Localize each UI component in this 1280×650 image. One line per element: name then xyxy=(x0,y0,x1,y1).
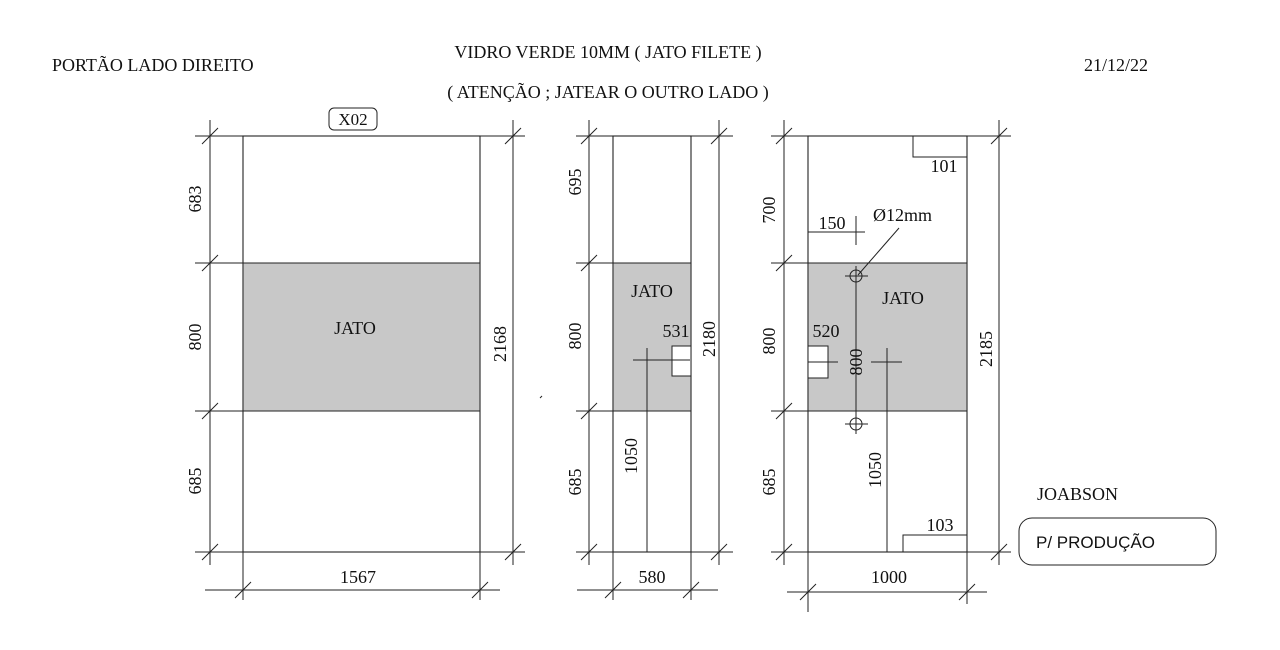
dim-bottom-section: 685 xyxy=(565,469,585,496)
panel-tag-box xyxy=(328,107,378,131)
sandblast-zone xyxy=(612,262,692,412)
dim-tick xyxy=(990,543,1008,561)
dim-tick xyxy=(580,127,598,145)
glass-spec: VIDRO VERDE 10MM ( JATO FILETE ) xyxy=(454,42,761,63)
dim-tick xyxy=(710,127,728,145)
dim-tick xyxy=(504,127,522,145)
handle-height: 1050 xyxy=(621,438,641,474)
dim-tick xyxy=(710,543,728,561)
production-stamp-box xyxy=(1018,517,1217,566)
production-stamp: P/ PRODUÇÃO xyxy=(1036,533,1155,552)
dim-tick xyxy=(580,402,598,420)
panel-tag: X02 xyxy=(338,110,367,129)
dim-mid-section: 800 xyxy=(759,328,779,355)
dim-tick xyxy=(990,127,1008,145)
dim-tick xyxy=(958,583,976,601)
warning-note: ( ATENÇÃO ; JATEAR O OUTRO LADO ) xyxy=(447,81,769,103)
sandblast-zone-label: JATO xyxy=(334,318,376,338)
dim-tick xyxy=(799,583,817,601)
notch-position: 531 xyxy=(663,321,690,341)
author-name: JOABSON xyxy=(1037,484,1118,504)
dim-bottom-section: 685 xyxy=(759,469,779,496)
hole-diameter: Ø12mm xyxy=(873,205,932,225)
dim-total-height: 2185 xyxy=(976,331,996,367)
dim-width: 1000 xyxy=(871,567,907,587)
dim-tick xyxy=(775,543,793,561)
dim-top-section: 695 xyxy=(565,169,585,196)
dim-tick xyxy=(201,402,219,420)
dim-tick xyxy=(504,543,522,561)
corner-bottom-size: 103 xyxy=(927,515,954,535)
dim-top-section: 683 xyxy=(185,186,205,213)
dim-tick xyxy=(580,543,598,561)
handle-height: 1050 xyxy=(865,452,885,488)
hole-spacing: 800 xyxy=(846,349,866,376)
dim-total-height: 2168 xyxy=(490,326,510,362)
dim-tick xyxy=(775,127,793,145)
dim-tick xyxy=(580,254,598,272)
dim-top-section: 700 xyxy=(759,197,779,224)
dim-tick xyxy=(604,581,622,599)
sandblast-zone-label: JATO xyxy=(882,288,924,308)
dim-mid-section: 800 xyxy=(565,323,585,350)
dim-tick xyxy=(201,254,219,272)
sandblast-zone-label: JATO xyxy=(631,281,673,301)
handle-notch xyxy=(671,345,692,377)
dim-tick xyxy=(201,543,219,561)
hole-leader-line xyxy=(857,227,900,276)
corner-top-size: 101 xyxy=(931,156,958,176)
hole-offset: 150 xyxy=(819,213,846,233)
dim-total-height: 2180 xyxy=(699,321,719,357)
dim-tick xyxy=(775,254,793,272)
dim-tick xyxy=(682,581,700,599)
drawing-title-left: PORTÃO LADO DIREITO xyxy=(52,54,254,75)
corner-cutout-top xyxy=(912,136,967,158)
notch-position: 520 xyxy=(813,321,840,341)
panel-2: JATO 531 1050 695 800 685 2180 5 xyxy=(565,120,733,600)
dim-width: 1567 xyxy=(340,567,376,587)
dim-tick xyxy=(201,127,219,145)
sandblast-zone xyxy=(242,262,481,412)
panel-1: X02 JATO 683 800 685 2168 1567 xyxy=(185,107,525,600)
panel-3: JATO 101 103 150 Ø12mm 800 520 1050 xyxy=(759,120,1011,612)
drawing-date: 21/12/22 xyxy=(1084,55,1148,75)
dim-tick xyxy=(775,402,793,420)
dim-tick xyxy=(234,581,252,599)
dim-mid-section: 800 xyxy=(185,324,205,351)
dim-tick xyxy=(471,581,489,599)
dim-bottom-section: 685 xyxy=(185,468,205,495)
dim-width: 580 xyxy=(639,567,666,587)
corner-cutout-bottom xyxy=(902,534,967,552)
